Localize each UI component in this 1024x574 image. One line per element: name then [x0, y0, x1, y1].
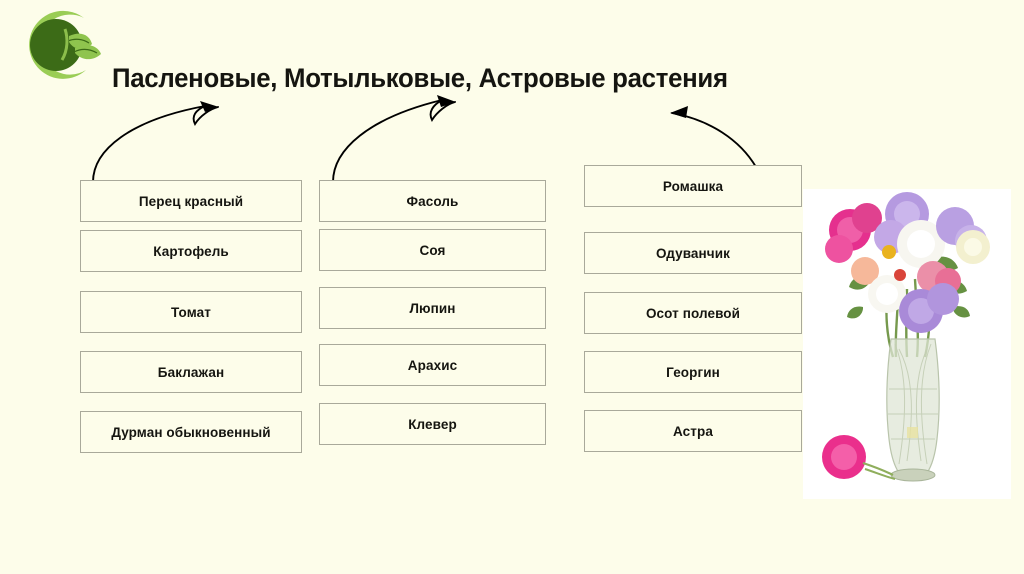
glass-vase: [886, 338, 940, 482]
plant-box[interactable]: Астра: [584, 410, 802, 452]
plant-box[interactable]: Картофель: [80, 230, 302, 272]
category-column-asteraceae: Ромашка Одуванчик Осот полевой Георгин А…: [584, 165, 802, 452]
plant-box[interactable]: Соя: [319, 229, 546, 271]
arrow-to-asteraceae: [670, 106, 757, 168]
logo-inner-circle: [30, 19, 82, 71]
flower-cluster: [825, 192, 990, 333]
leaf-circle-logo: [6, 8, 116, 94]
plant-box[interactable]: Ромашка: [584, 165, 802, 207]
category-column-solanaceae: Перец красный Картофель Томат Баклажан Д…: [80, 180, 302, 453]
plant-box[interactable]: Фасоль: [319, 180, 546, 222]
arrow-to-fabaceae: [332, 95, 456, 183]
logo-leaf-vein-upper: [67, 38, 90, 44]
aster-bouquet-in-vase-photo: [803, 189, 1011, 499]
logo-leaf-lower: [75, 45, 101, 60]
category-column-fabaceae: Фасоль Соя Люпин Арахис Клевер: [319, 180, 546, 445]
plant-box[interactable]: Люпин: [319, 287, 546, 329]
plant-box[interactable]: Баклажан: [80, 351, 302, 393]
plant-box[interactable]: Томат: [80, 291, 302, 333]
arrow-to-solanaceae: [92, 101, 219, 183]
page-title: Пасленовые, Мотыльковые, Астровые растен…: [112, 63, 728, 93]
plant-box[interactable]: Дурман обыкновенный: [80, 411, 302, 453]
logo-leaf-vein-lower: [73, 48, 98, 54]
plant-box[interactable]: Георгин: [584, 351, 802, 393]
fallen-flower: [822, 435, 896, 480]
plant-box[interactable]: Осот полевой: [584, 292, 802, 334]
logo-leaf-stem: [60, 28, 69, 61]
plant-box[interactable]: Клевер: [319, 403, 546, 445]
plant-box[interactable]: Одуванчик: [584, 232, 802, 274]
plant-box[interactable]: Перец красный: [80, 180, 302, 222]
plant-box[interactable]: Арахис: [319, 344, 546, 386]
